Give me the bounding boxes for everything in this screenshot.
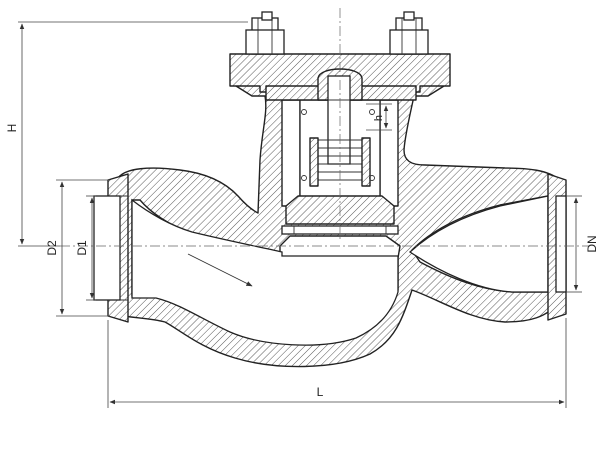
dimension-outer-diameter-label: D2: [45, 240, 59, 256]
dimension-outer-diameter: [56, 179, 110, 317]
dimension-bore-diameter: [86, 195, 96, 301]
right-socket: [547, 173, 567, 321]
dimension-bore-diameter-label: D1: [75, 240, 89, 256]
dimension-nominal-diameter-label: DN: [585, 235, 599, 252]
dimension-disc-lift-label: h: [373, 115, 385, 121]
left-socket: [93, 173, 129, 323]
dimension-nominal-diameter: [566, 195, 582, 293]
dimension-height: [18, 21, 248, 247]
dimension-disc-lift: [366, 103, 392, 131]
bolt-left: [245, 11, 285, 55]
dimension-height-label: H: [5, 124, 19, 133]
flow-direction-arrow: [187, 253, 253, 287]
dimension-length-label: L: [317, 385, 324, 399]
dimension-length: [107, 318, 567, 408]
bolt-right: [389, 11, 429, 55]
